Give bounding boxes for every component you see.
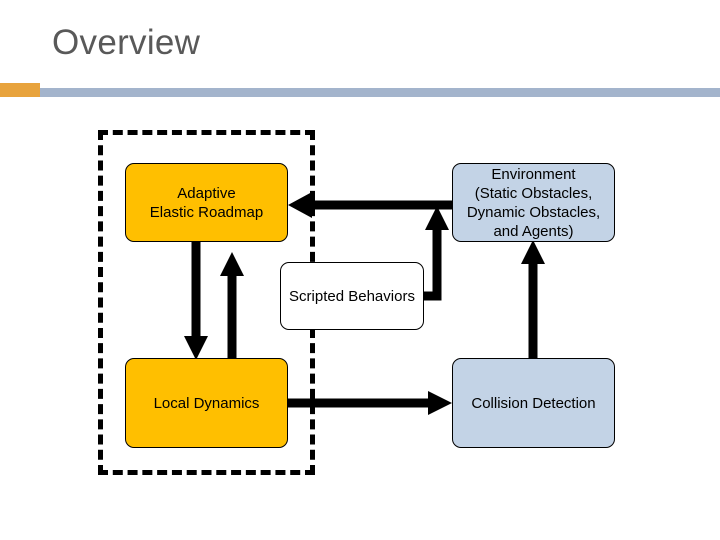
node-label-line4: and Agents) [493, 222, 574, 240]
node-label-line1: Adaptive [177, 184, 236, 202]
node-scripted-behaviors[interactable]: Scripted Behaviors [280, 262, 424, 330]
node-label: Adaptive Elastic Roadmap [150, 184, 263, 222]
node-label: Collision Detection [471, 394, 596, 412]
node-label: Local Dynamics [153, 394, 260, 412]
node-label-line2: Elastic Roadmap [149, 203, 264, 221]
connector-collision-to-environment [521, 240, 545, 358]
node-label-line1: Environment [491, 165, 576, 183]
node-local-dynamics[interactable]: Local Dynamics [125, 358, 288, 448]
node-label-line3: Dynamic Obstacles, [466, 203, 601, 221]
node-adaptive-elastic-roadmap[interactable]: Adaptive Elastic Roadmap [125, 163, 288, 242]
node-environment[interactable]: Environment (Static Obstacles, Dynamic O… [452, 163, 615, 242]
page-title: Overview [52, 23, 201, 62]
title-accent-bar [0, 83, 40, 97]
title-rule [40, 88, 720, 97]
node-collision-detection[interactable]: Collision Detection [452, 358, 615, 448]
node-label: Scripted Behaviors [289, 287, 415, 305]
node-label: Environment (Static Obstacles, Dynamic O… [467, 165, 600, 241]
node-label-line2: (Static Obstacles, [474, 184, 593, 202]
